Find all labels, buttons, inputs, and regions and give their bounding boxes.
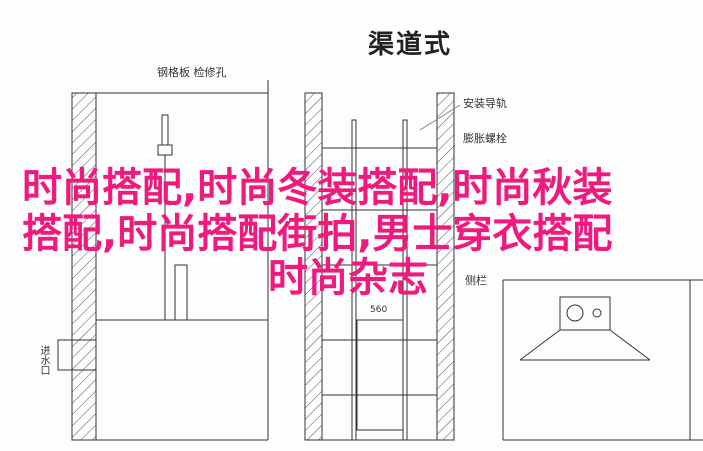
left-wall [71, 92, 97, 441]
dimension-label: 560 [370, 305, 388, 315]
middle-right-wall [436, 92, 455, 441]
grating-label: 钢格板 检修孔 [157, 66, 227, 79]
bolt-label: 膨胀螺栓 [463, 132, 507, 145]
drawing-title: 渠道式 [368, 30, 453, 60]
overlay-line-3: 时尚杂志 [268, 255, 428, 301]
inlet-label: 进水口 [38, 345, 49, 375]
overlay-line-2: 搭配,时尚搭配街拍,男士穿衣搭配 [22, 211, 613, 257]
overlay-line-1: 时尚搭配,时尚冬装搭配,时尚秋装 [22, 165, 613, 211]
side-label: 侧栏 [465, 274, 487, 287]
rail-label: 安装导轨 [463, 97, 507, 110]
middle-left-wall [304, 92, 323, 441]
